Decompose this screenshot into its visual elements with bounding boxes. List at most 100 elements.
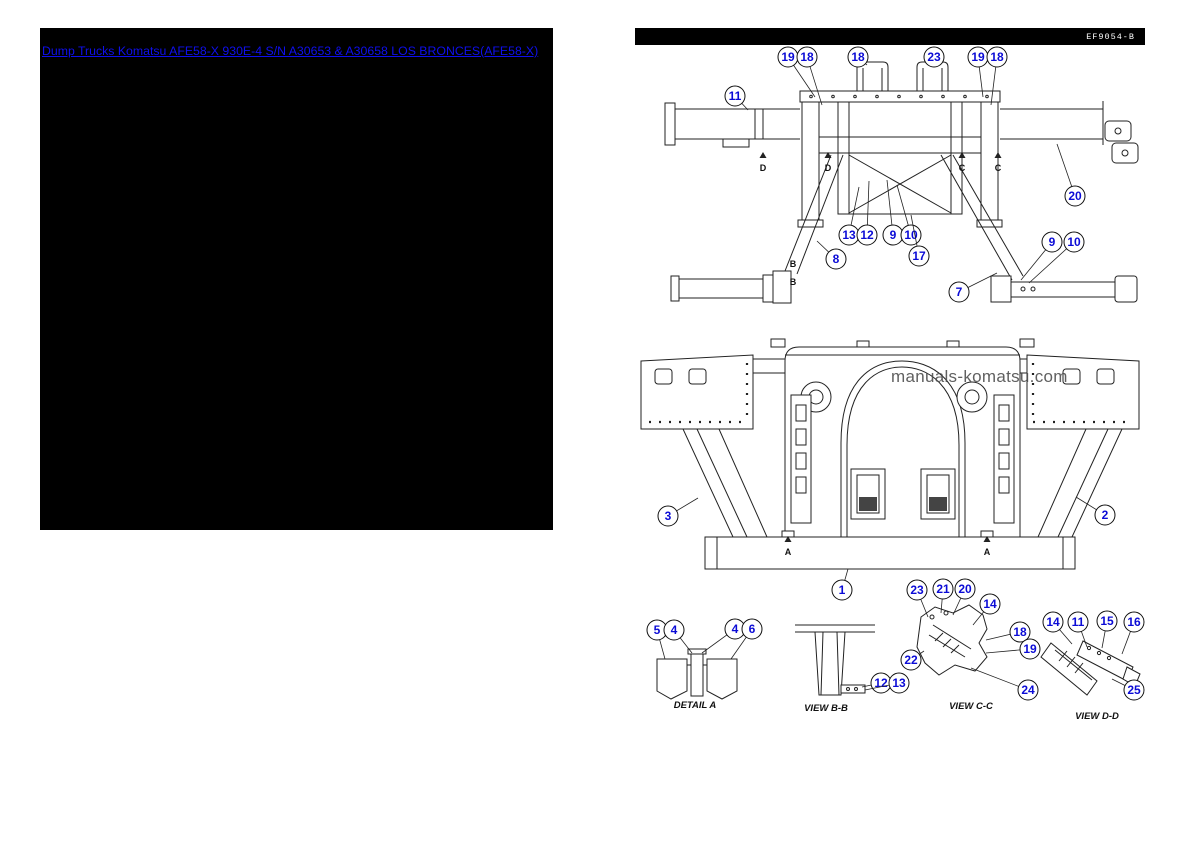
callout-25[interactable]: 25 (1111, 678, 1145, 701)
callout-balloon[interactable] (986, 46, 1008, 68)
callout-number: 9 (890, 228, 897, 242)
callout-3[interactable]: 3 (657, 497, 699, 527)
callout-balloon[interactable] (932, 578, 954, 600)
callout-number: 5 (654, 623, 661, 637)
front-view-drawing (640, 338, 1140, 570)
callout-balloon[interactable] (1094, 504, 1116, 526)
callout-2[interactable]: 2 (1075, 496, 1116, 526)
callout-19[interactable]: 19 (777, 46, 816, 98)
callout-balloon[interactable] (1067, 611, 1089, 633)
callout-number: 3 (665, 509, 672, 523)
callout-balloon[interactable] (1042, 611, 1064, 633)
callout-9[interactable]: 9 (882, 179, 904, 246)
callout-balloon[interactable] (663, 619, 685, 641)
callout-8[interactable]: 8 (816, 240, 847, 270)
callout-14[interactable]: 14 (1042, 611, 1073, 645)
callout-13[interactable]: 13 (864, 672, 910, 694)
callout-number: 18 (800, 50, 814, 64)
page-header-bar: EF9054-B (635, 28, 1145, 45)
section-arrow-icon (784, 536, 792, 542)
callout-balloon[interactable] (1009, 621, 1031, 643)
callout-10[interactable]: 10 (1028, 231, 1085, 284)
callout-number: 20 (1068, 189, 1082, 203)
callout-number: 12 (874, 676, 888, 690)
callout-18[interactable]: 18 (796, 46, 823, 106)
callout-balloon[interactable] (831, 579, 853, 601)
callout-7[interactable]: 7 (948, 272, 998, 303)
section-arrow-icon (958, 152, 966, 158)
section-marker-A: A (784, 536, 792, 557)
callout-balloon[interactable] (888, 672, 910, 694)
callout-balloon[interactable] (1123, 679, 1145, 701)
callout-balloon[interactable] (1017, 679, 1039, 701)
callout-23[interactable]: 23 (923, 46, 945, 68)
callout-balloon[interactable] (1041, 231, 1063, 253)
callout-balloon[interactable] (847, 46, 869, 68)
callout-balloon[interactable] (979, 593, 1001, 615)
callout-20[interactable]: 20 (952, 578, 976, 616)
callout-balloon[interactable] (954, 578, 976, 600)
callout-19[interactable]: 19 (967, 46, 989, 98)
callout-number: 16 (1127, 615, 1141, 629)
callout-number: 18 (851, 50, 865, 64)
callout-balloon[interactable] (900, 649, 922, 671)
callout-balloon[interactable] (741, 618, 763, 640)
callout-balloon[interactable] (906, 579, 928, 601)
callout-18[interactable]: 18 (847, 46, 869, 68)
callout-balloon[interactable] (657, 505, 679, 527)
callout-12[interactable]: 12 (856, 180, 878, 246)
callout-18[interactable]: 18 (986, 46, 1008, 106)
manual-title-link[interactable]: Dump Trucks Komatsu AFE58-X 930E-4 S/N A… (42, 44, 539, 58)
callout-number: 14 (1046, 615, 1060, 629)
callout-balloon[interactable] (908, 245, 930, 267)
callout-15[interactable]: 15 (1096, 610, 1118, 649)
callout-23[interactable]: 23 (906, 579, 929, 618)
callout-20[interactable]: 20 (1056, 143, 1086, 207)
view-bb-drawing (795, 624, 875, 696)
callout-balloon[interactable] (1096, 610, 1118, 632)
callout-balloon[interactable] (825, 248, 847, 270)
callout-number: 11 (1072, 615, 1085, 629)
callout-number: 23 (910, 583, 924, 597)
callout-number: 10 (1067, 235, 1081, 249)
view-bb-label: VIEW B-B (804, 703, 848, 714)
section-arrow-icon (824, 152, 832, 158)
section-arrow-icon (983, 536, 991, 542)
callout-13[interactable]: 13 (838, 186, 860, 246)
callout-balloon[interactable] (796, 46, 818, 68)
svg-text:B: B (790, 259, 797, 269)
callout-number: 19 (781, 50, 795, 64)
svg-text:C: C (959, 163, 966, 173)
callout-14[interactable]: 14 (972, 593, 1001, 626)
callout-4[interactable]: 4 (663, 619, 693, 654)
callout-number: 21 (936, 582, 950, 596)
view-dd-label: VIEW D-D (1075, 711, 1119, 722)
callout-number: 19 (1023, 642, 1037, 656)
callout-5[interactable]: 5 (646, 619, 668, 660)
callout-balloon[interactable] (1064, 185, 1086, 207)
callout-balloon[interactable] (724, 85, 746, 107)
callout-17[interactable]: 17 (908, 214, 930, 267)
callout-1[interactable]: 1 (831, 568, 853, 601)
callout-balloon[interactable] (1019, 638, 1041, 660)
callout-balloon[interactable] (948, 281, 970, 303)
callout-21[interactable]: 21 (932, 578, 954, 614)
callout-balloon[interactable] (856, 224, 878, 246)
callout-9[interactable]: 9 (1020, 231, 1063, 281)
callout-19[interactable]: 19 (985, 638, 1041, 660)
view-dd-drawing (1040, 640, 1141, 696)
callout-number: 18 (1013, 625, 1027, 639)
callout-18[interactable]: 18 (985, 621, 1031, 643)
callout-22[interactable]: 22 (900, 649, 925, 671)
svg-text:D: D (825, 163, 832, 173)
callout-24[interactable]: 24 (970, 667, 1039, 701)
callout-balloon[interactable] (923, 46, 945, 68)
callout-11[interactable]: 11 (724, 85, 749, 111)
callout-11[interactable]: 11 (1067, 611, 1089, 648)
callout-16[interactable]: 16 (1121, 611, 1145, 655)
section-marker-D: D (824, 152, 832, 173)
callout-balloon[interactable] (1123, 611, 1145, 633)
callout-6[interactable]: 6 (730, 618, 763, 660)
callout-balloon[interactable] (1063, 231, 1085, 253)
